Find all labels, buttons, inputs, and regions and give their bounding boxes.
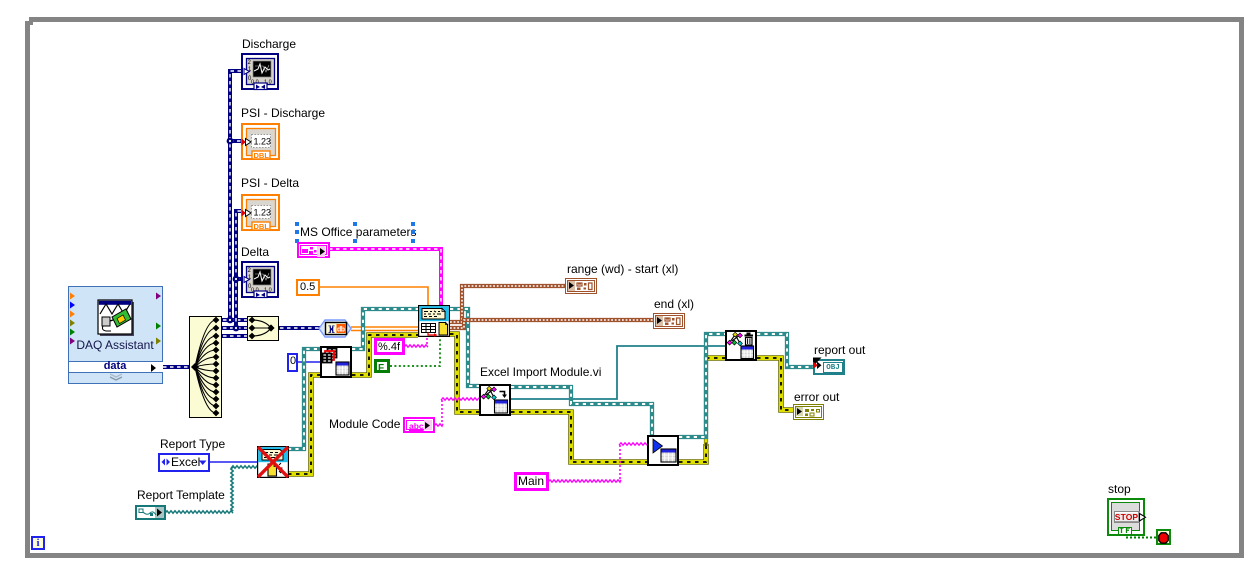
svg-text:1.0: 1.0 (264, 80, 272, 86)
svg-text:]x[: ]x[ (328, 326, 336, 335)
svg-text:1.23: 1.23 (254, 208, 272, 218)
svg-text:DBL: DBL (254, 151, 270, 160)
svg-text:DBL: DBL (254, 222, 270, 231)
svg-text:1: 1 (248, 275, 252, 281)
svg-text:db: db (337, 327, 345, 334)
svg-text:0: 0 (248, 76, 252, 82)
svg-text:1.23: 1.23 (254, 137, 272, 147)
svg-text:1: 1 (248, 67, 252, 73)
svg-text:2: 2 (248, 60, 252, 66)
svg-text:2: 2 (248, 268, 252, 274)
svg-text:1.0: 1.0 (264, 288, 272, 294)
svg-text:0: 0 (248, 284, 252, 290)
